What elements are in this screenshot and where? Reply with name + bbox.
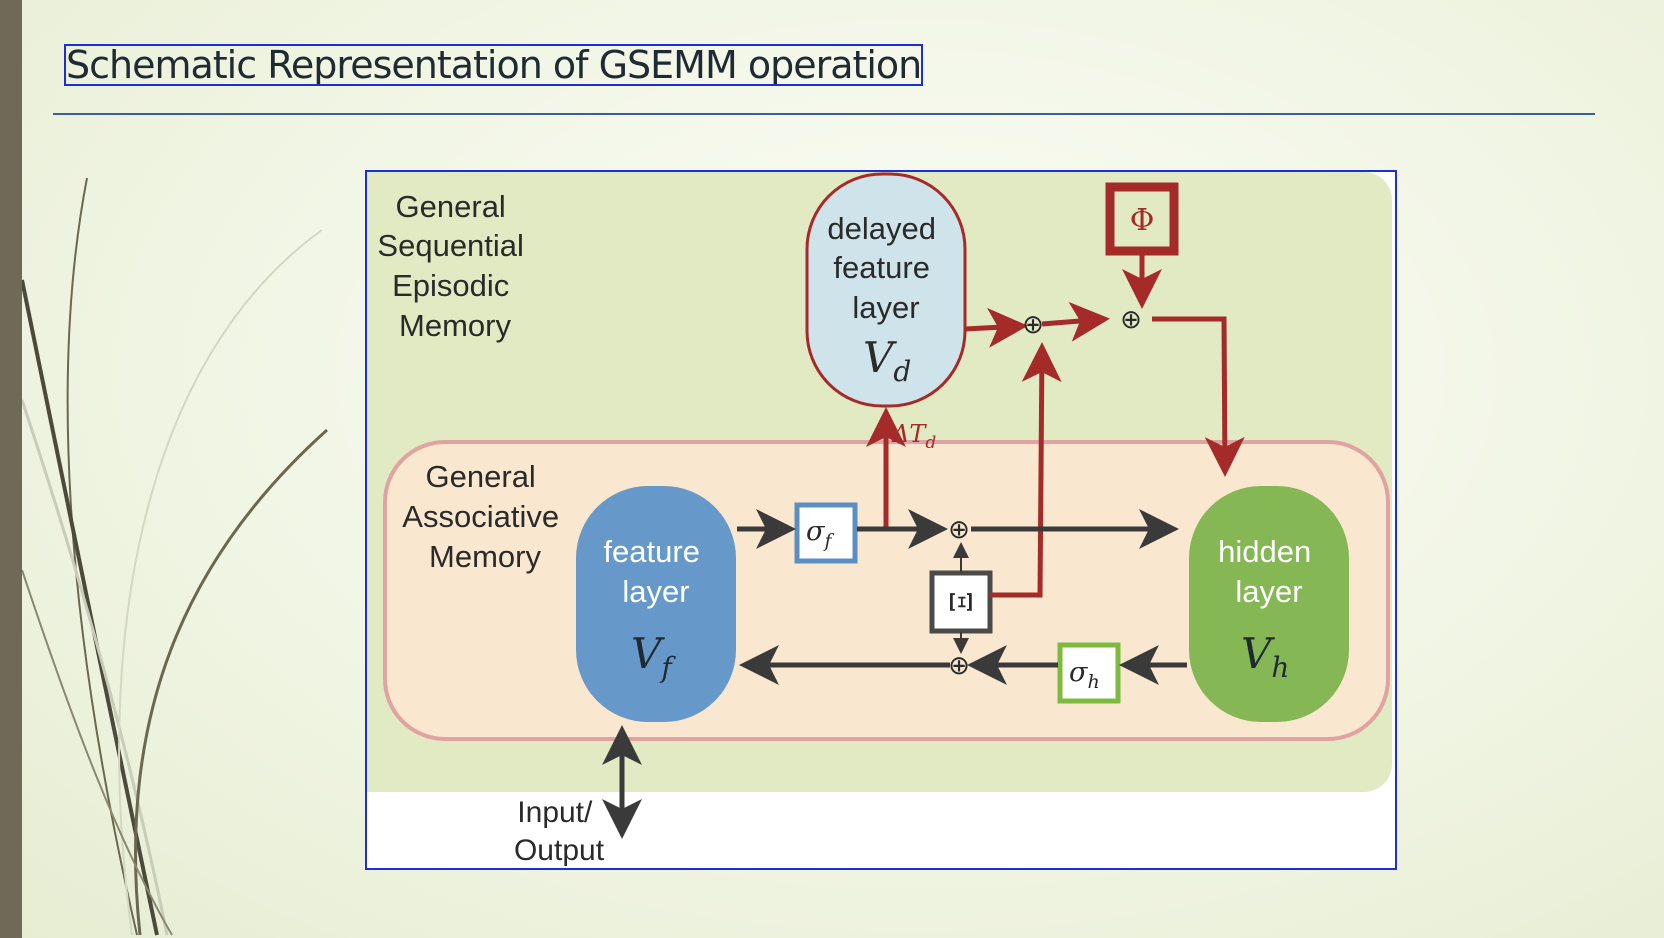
sum-node-middle: ⊕ <box>948 515 970 545</box>
svg-text:delayed feature la: delayed feature layer <box>827 211 944 325</box>
delayed-feature-layer-node: delayed feature layer Vd <box>805 172 967 408</box>
outer-region-label: General Sequential Episodic Memory <box>377 189 532 343</box>
figure-frame: General Sequential Episodic Memory Gener… <box>365 170 1397 870</box>
phi-box: Φ <box>1105 182 1179 256</box>
inner-region-label: General Associative Memory <box>402 459 567 574</box>
dark-connections <box>602 509 1187 839</box>
feature-layer-node: feature layer Vf <box>576 486 736 722</box>
sum-node-top-right: ⊕ <box>1120 305 1142 335</box>
svg-text:feature layer: feature layer <box>603 534 708 609</box>
sigma-h-box: σh <box>1057 642 1121 704</box>
red-connections <box>866 252 1245 598</box>
page-title: Schematic Representation of GSEMM operat… <box>64 44 923 86</box>
decorative-curves <box>22 177 329 936</box>
sigma-f-box: σf <box>794 502 858 564</box>
svg-text:⊕: ⊕ <box>948 515 970 545</box>
sum-node-top-left: ⊕ <box>1022 310 1044 340</box>
sum-node-bottom: ⊕ <box>948 651 970 681</box>
title-divider <box>53 113 1595 115</box>
svg-text:σf: σf <box>806 516 834 552</box>
svg-text:Vh: Vh <box>1241 629 1289 684</box>
gsemm-diagram: General Sequential Episodic Memory Gener… <box>367 172 1392 867</box>
svg-text:hidden layer: hidden layer <box>1218 534 1320 609</box>
svg-text:Ξ: Ξ <box>942 591 977 612</box>
xi-box: Ξ <box>929 570 993 634</box>
slide-left-bar <box>0 0 22 938</box>
hidden-layer-node: hidden layer Vh <box>1189 486 1349 722</box>
svg-text:⊕: ⊕ <box>1120 305 1142 335</box>
svg-text:Φ: Φ <box>1130 203 1155 238</box>
svg-text:⊕: ⊕ <box>1022 310 1044 340</box>
input-output-label: Input/ Output <box>514 796 605 867</box>
svg-text:σh: σh <box>1069 657 1100 693</box>
svg-text:⊕: ⊕ <box>948 651 970 681</box>
svg-text:Vd: Vd <box>863 333 911 388</box>
